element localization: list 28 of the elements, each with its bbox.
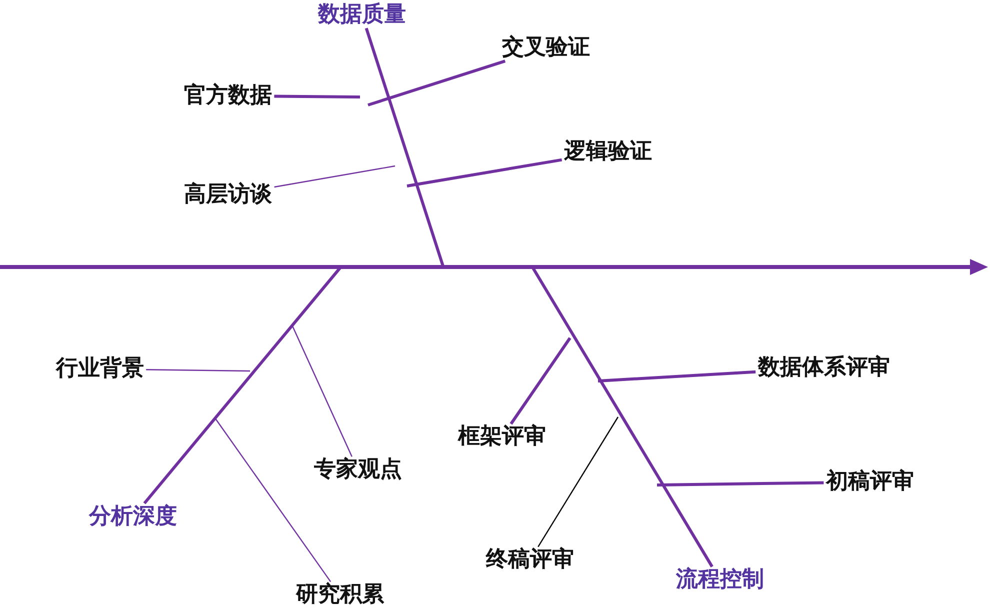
cause-label: 框架评审 [458, 424, 546, 450]
cause-label: 研究积累 [296, 582, 384, 608]
cause-label: 高层访谈 [184, 182, 272, 208]
bone-line [510, 337, 572, 425]
bone-line [368, 60, 506, 106]
bone-line [143, 267, 342, 504]
category-label: 流程控制 [676, 568, 764, 592]
bone-line [146, 369, 250, 372]
bone-line [274, 165, 396, 188]
cause-label: 专家观点 [314, 458, 402, 482]
bone-line [538, 416, 619, 548]
bone-line [598, 370, 756, 382]
cause-label: 初稿评审 [826, 470, 914, 494]
cause-label: 官方数据 [184, 84, 272, 108]
category-label: 分析深度 [89, 504, 177, 530]
bone-line [364, 28, 444, 266]
cause-label: 行业背景 [56, 356, 144, 382]
bone-line [406, 158, 562, 188]
bone-line [656, 481, 824, 486]
bone-line [291, 324, 352, 457]
category-label: 数据质量 [318, 2, 406, 28]
bone-line [274, 94, 360, 98]
bone-line [532, 267, 714, 568]
cause-label: 交叉验证 [502, 36, 590, 60]
cause-label: 逻辑验证 [564, 140, 652, 164]
cause-label: 终稿评审 [486, 548, 574, 572]
bone-line [214, 418, 332, 582]
cause-label: 数据体系评审 [758, 356, 890, 380]
